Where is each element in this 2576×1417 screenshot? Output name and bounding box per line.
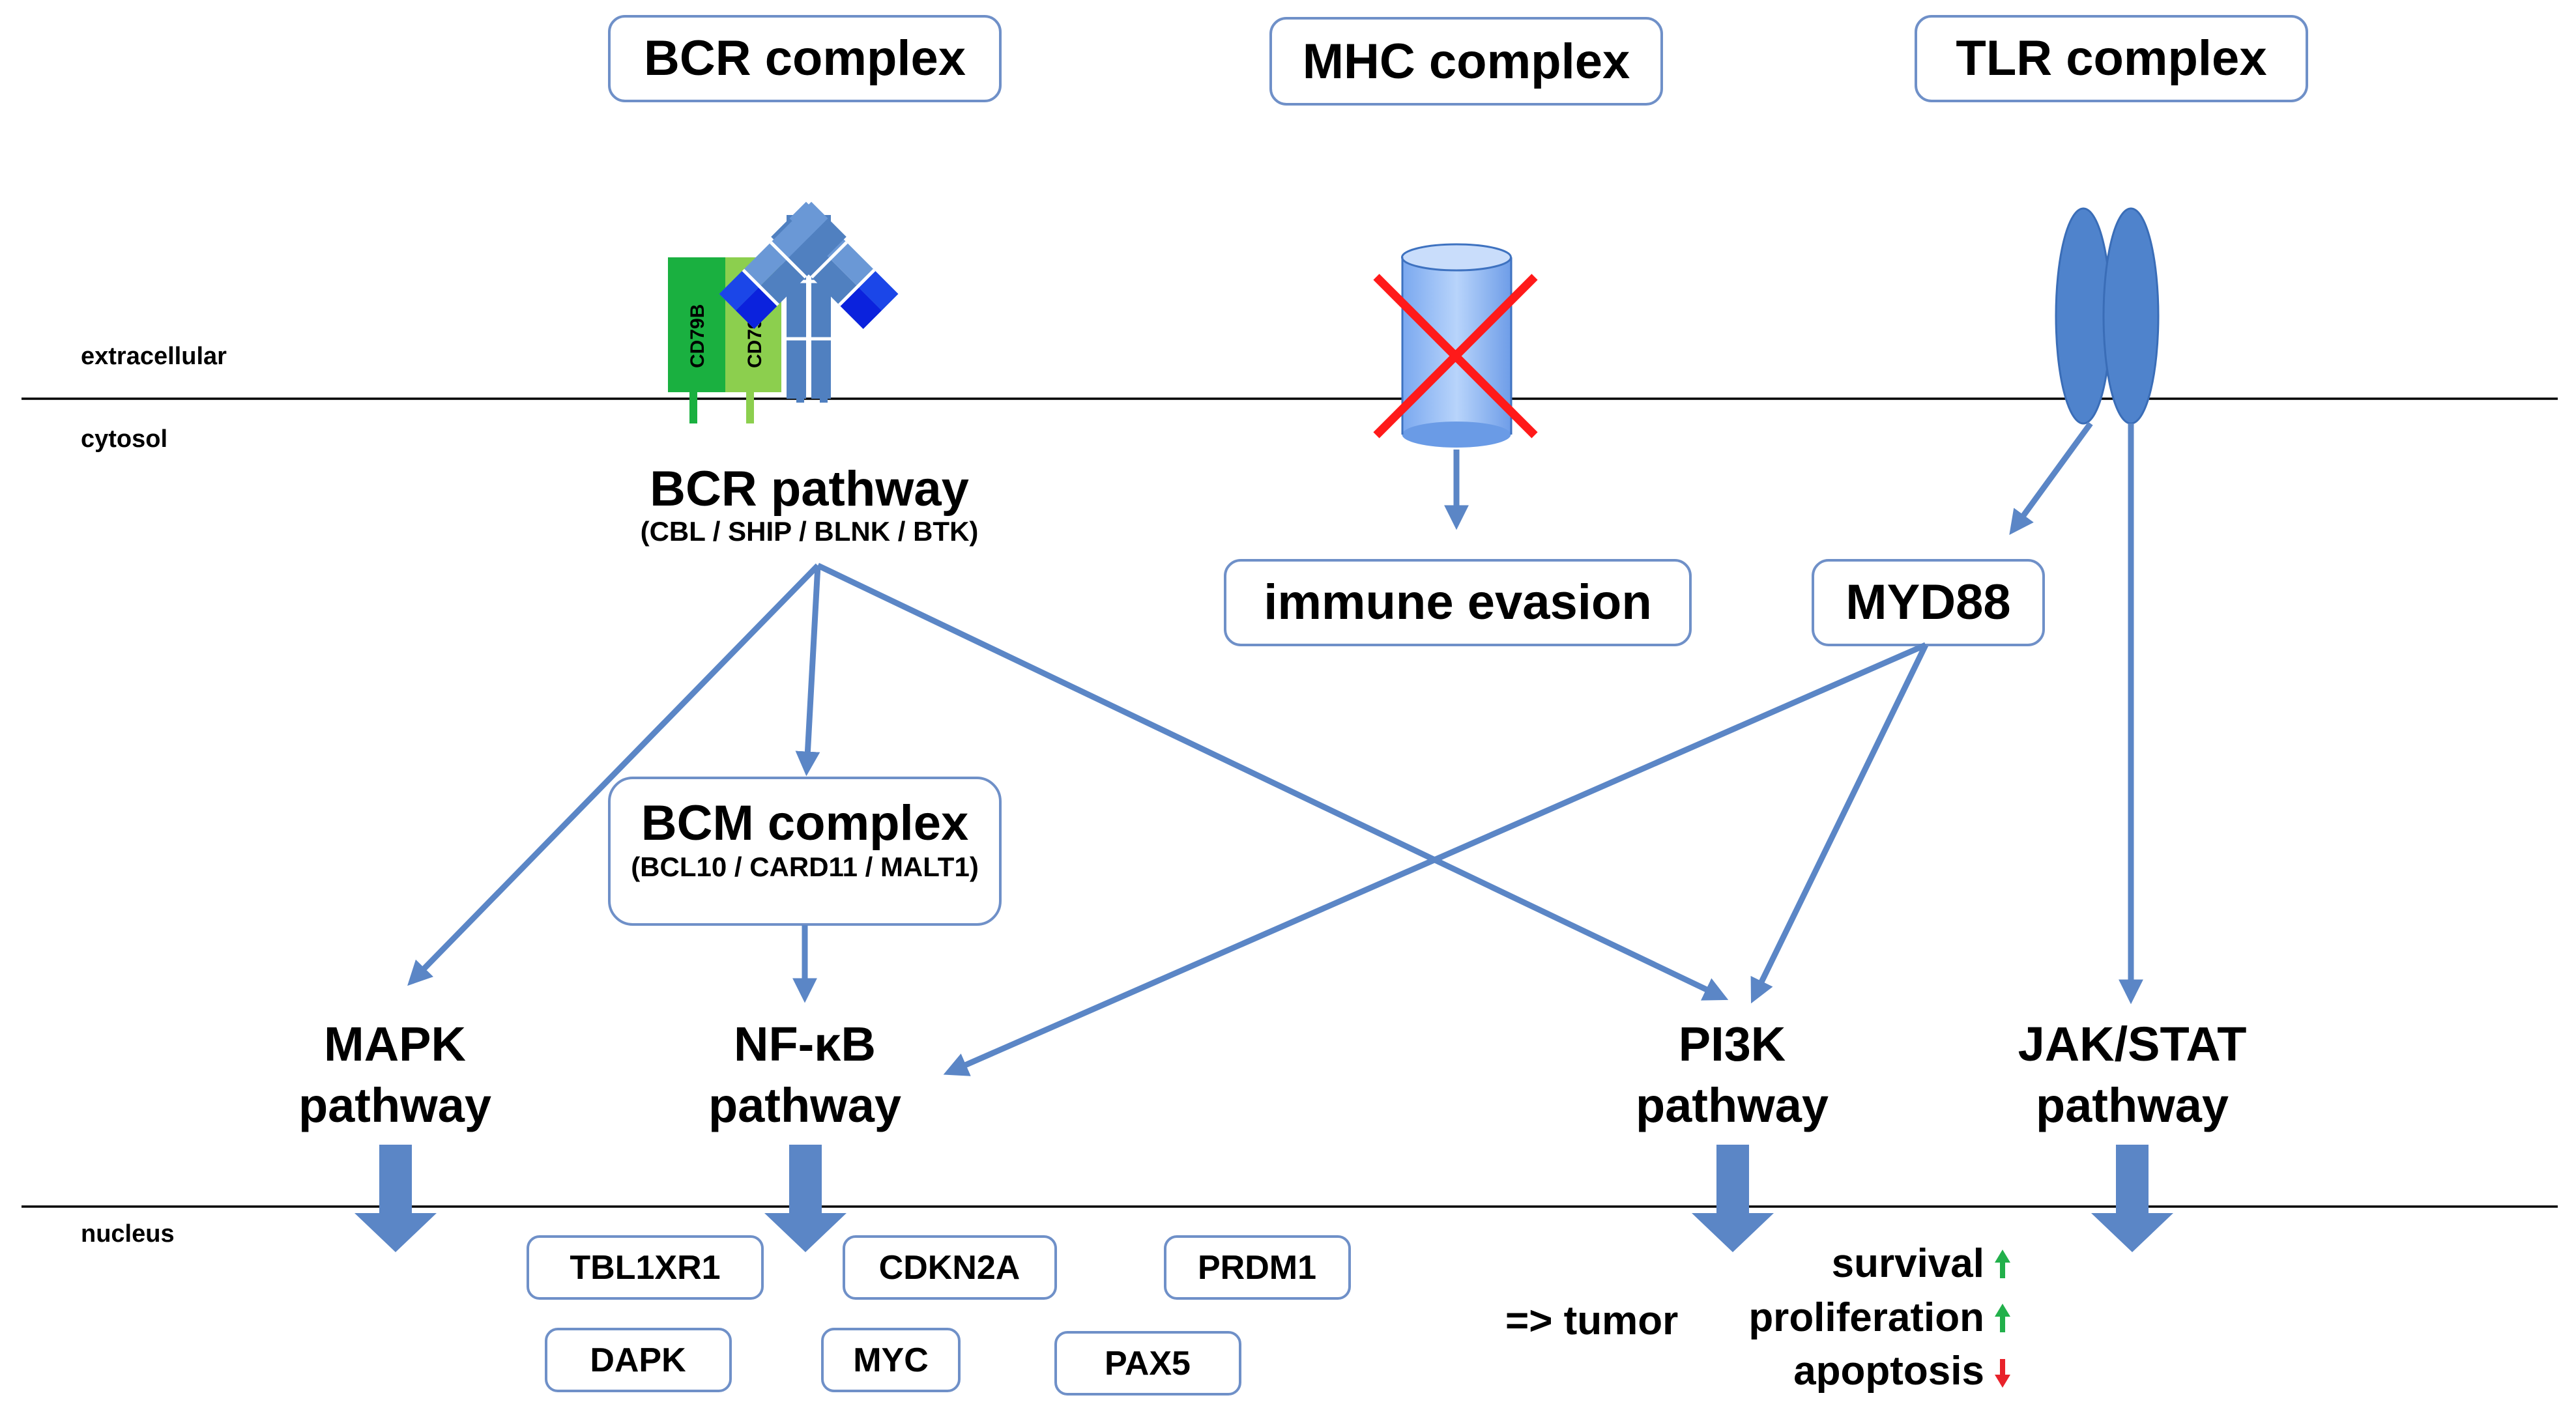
tlr-complex-label: TLR complex	[1956, 31, 2266, 86]
arrow-up-icon	[1995, 1304, 2010, 1332]
nucleus-label: nucleus	[81, 1220, 175, 1248]
bcr-pathway-title: BCR pathway	[650, 461, 969, 517]
mhc-complex-box: MHC complex	[1269, 17, 1663, 106]
pathway-pi3k: PI3K pathway	[1636, 1017, 1829, 1132]
gene-box-dapk: DAPK	[545, 1328, 732, 1392]
bcr-complex-box: BCR complex	[608, 15, 1002, 102]
pathway-jakstat-line1: JAK/STAT	[2018, 1017, 2247, 1071]
gene-label: CDKN2A	[879, 1249, 1020, 1287]
myd88-to-nfkb-arrow	[943, 642, 1927, 1076]
bcr-to-pi3k-arrow	[817, 562, 1729, 1001]
bcm-complex-box: BCM complex (BCL10 / CARD11 / MALT1)	[608, 777, 1002, 926]
gene-label: PRDM1	[1198, 1249, 1316, 1287]
cytosol-label: cytosol	[81, 425, 167, 453]
myd88-label: MYD88	[1845, 575, 2010, 630]
pathway-arrows	[407, 422, 2143, 1076]
jakstat-nucleus-arrow	[2091, 1145, 2173, 1252]
bcm-complex-title: BCM complex	[641, 795, 969, 851]
pathway-pi3k-line2: pathway	[1636, 1078, 1829, 1132]
gene-box-myc: MYC	[821, 1328, 961, 1392]
pathway-nfkb-line2: pathway	[708, 1078, 901, 1132]
myd88-box: MYD88	[1812, 559, 2045, 646]
immune-evasion-box: immune evasion	[1224, 559, 1692, 646]
nuclear-block-arrows	[355, 1145, 2173, 1252]
antibody-icon	[719, 201, 899, 403]
extracellular-label: extracellular	[81, 343, 227, 370]
mapk-nucleus-arrow	[355, 1145, 437, 1252]
mhc-complex-label: MHC complex	[1303, 34, 1630, 89]
pathway-mapk-line1: MAPK	[324, 1017, 466, 1071]
outcome-apoptosis-label: apoptosis	[1793, 1349, 1984, 1394]
gene-box-pax5: PAX5	[1054, 1331, 1241, 1396]
bcr-to-bcm-arrow	[795, 565, 821, 777]
immune-evasion-label: immune evasion	[1264, 575, 1652, 630]
gene-label: MYC	[853, 1341, 929, 1379]
myd88-to-pi3k-arrow	[1750, 644, 1929, 1004]
bcr-pathway-members: (CBL / SHIP / BLNK / BTK)	[641, 516, 979, 547]
mhc-cylinder-icon	[1401, 243, 1512, 448]
tumor-outcome: => tumor survival proliferation apoptosi…	[1505, 1241, 2010, 1394]
pathway-nfkb-line1: NF-κB	[734, 1017, 876, 1071]
pathway-mapk: MAPK pathway	[298, 1017, 491, 1132]
gene-label: PAX5	[1105, 1345, 1191, 1382]
tlr-receptor-icon	[2055, 207, 2160, 425]
bcm-complex-members: (BCL10 / CARD11 / MALT1)	[631, 852, 979, 882]
cd79b-label: CD79B	[687, 304, 708, 368]
gene-label: DAPK	[590, 1341, 686, 1379]
gene-box-cdkn2a: CDKN2A	[843, 1235, 1057, 1300]
tumor-outcome-lead: => tumor	[1505, 1298, 1678, 1343]
blocked-cross-icon	[1373, 274, 1538, 438]
bcr-to-mapk-arrow	[407, 563, 820, 986]
tlr-complex-box: TLR complex	[1915, 15, 2308, 102]
pathway-jakstat: JAK/STAT pathway	[2018, 1017, 2247, 1132]
pathway-pi3k-line1: PI3K	[1679, 1017, 1786, 1071]
gene-box-prdm1: PRDM1	[1164, 1235, 1351, 1300]
nfkb-nucleus-arrow	[764, 1145, 847, 1252]
arrow-down-icon	[1995, 1359, 2010, 1388]
bcr-complex-label: BCR complex	[644, 31, 966, 86]
arrow-up-icon	[1995, 1250, 2010, 1278]
gene-box-tbl1xr1: TBL1XR1	[527, 1235, 764, 1300]
pathway-mapk-line2: pathway	[298, 1078, 491, 1132]
outcome-survival-label: survival	[1832, 1241, 1984, 1286]
pathway-nfkb: NF-κB pathway	[708, 1017, 901, 1132]
pathway-jakstat-line2: pathway	[2036, 1078, 2229, 1132]
pi3k-nucleus-arrow	[1692, 1145, 1774, 1252]
gene-label: TBL1XR1	[570, 1249, 720, 1287]
outcome-proliferation-label: proliferation	[1748, 1295, 1984, 1340]
tlr-to-myd88-arrow	[2009, 422, 2093, 536]
